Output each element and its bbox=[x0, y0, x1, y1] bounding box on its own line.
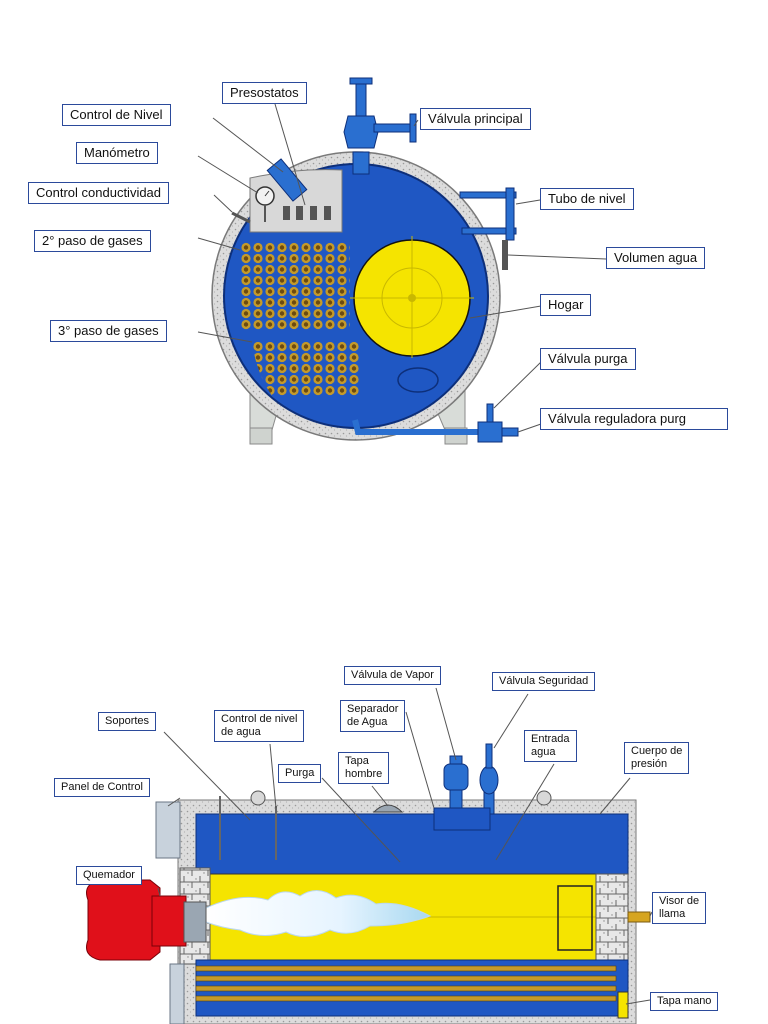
sight-glass bbox=[627, 911, 651, 923]
safety-valve bbox=[479, 743, 499, 815]
label-control-nivel-agua: Control de nivel de agua bbox=[214, 710, 305, 742]
lifting-lug-left bbox=[250, 790, 266, 806]
hand-cover bbox=[617, 991, 629, 1019]
lower-tube-bank bbox=[195, 965, 617, 1002]
cross-section-boiler bbox=[211, 77, 519, 445]
label-valvula-vapor: Válvula de Vapor bbox=[344, 666, 441, 685]
rear-brick-chamber bbox=[595, 873, 629, 961]
label-purga: Purga bbox=[278, 764, 322, 783]
label-valvula-principal: Válvula principal bbox=[420, 108, 531, 130]
label-valvula-seguridad: Válvula Seguridad bbox=[492, 672, 596, 691]
label-presostatos: Presostatos bbox=[222, 82, 307, 104]
label-separador-agua: Separador de Agua bbox=[340, 700, 406, 732]
label-tubo-nivel: Tubo de nivel bbox=[540, 188, 634, 210]
burner-quemador bbox=[86, 879, 207, 961]
label-control-nivel: Control de Nivel bbox=[62, 104, 171, 126]
lifting-lug-right bbox=[536, 790, 552, 806]
water-separator bbox=[433, 807, 491, 831]
label-valvula-reguladora-purga: Válvula reguladora purg bbox=[540, 408, 728, 430]
label-visor-llama: Visor de llama bbox=[652, 892, 707, 924]
label-soportes: Soportes bbox=[98, 712, 157, 731]
label-tercer-paso-gases: 3° paso de gases bbox=[50, 320, 167, 342]
label-tapa-hombre: Tapa hombre bbox=[338, 752, 390, 784]
label-volumen-agua: Volumen agua bbox=[606, 247, 706, 269]
label-quemador: Quemador bbox=[76, 866, 142, 885]
label-tapa-mano: Tapa mano bbox=[650, 992, 719, 1011]
label-valvula-purga: Válvula purga bbox=[540, 348, 636, 370]
presostato-instruments bbox=[283, 206, 331, 220]
label-control-conductividad: Control conductividad bbox=[28, 182, 170, 204]
label-manometro: Manómetro bbox=[76, 142, 158, 164]
level-tube-assembly bbox=[459, 187, 517, 270]
flame bbox=[205, 890, 432, 937]
tube-bank-third-pass bbox=[252, 342, 360, 396]
control-panel-box bbox=[155, 801, 181, 859]
top-leader-lines bbox=[197, 103, 607, 433]
label-cuerpo-presion: Cuerpo de presión bbox=[624, 742, 690, 774]
tube-bank-second-pass bbox=[239, 242, 350, 330]
label-hogar: Hogar bbox=[540, 294, 592, 316]
side-section-boiler bbox=[86, 743, 651, 1024]
main-valve bbox=[343, 77, 417, 175]
label-panel-control: Panel de Control bbox=[54, 778, 150, 797]
label-entrada-agua: Entrada agua bbox=[524, 730, 577, 762]
label-segundo-paso-gases: 2° paso de gases bbox=[34, 230, 151, 252]
man-cover bbox=[372, 804, 404, 813]
steam-chamber bbox=[249, 169, 343, 233]
purge-pipe bbox=[352, 419, 480, 435]
water-upper bbox=[195, 813, 629, 875]
regulating-purge-valve bbox=[477, 421, 503, 443]
bottom-leader-lines bbox=[157, 687, 653, 1005]
